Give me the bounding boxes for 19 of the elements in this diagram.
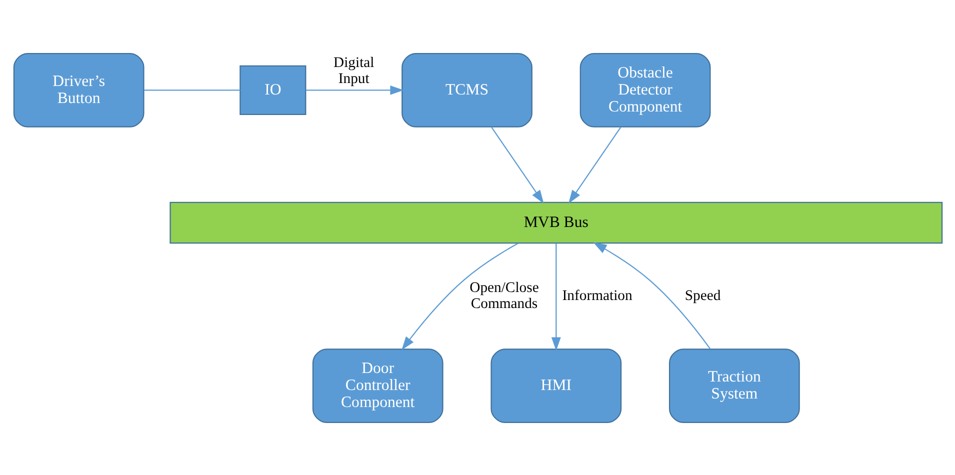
edge-label: Information xyxy=(562,287,632,304)
edge-label: Open/Close Commands xyxy=(469,280,538,312)
node-box: Door Controller Component xyxy=(312,348,443,423)
edge-label: Speed xyxy=(684,287,720,304)
node-box: HMI xyxy=(490,348,622,423)
arrow xyxy=(592,242,710,349)
node-box: TCMS xyxy=(401,52,532,127)
node-box: IO xyxy=(239,64,306,114)
node-box: MVB Bus xyxy=(169,201,942,244)
arrow xyxy=(305,84,404,94)
node-box: Traction System xyxy=(668,348,800,423)
arrow xyxy=(490,126,544,204)
connector xyxy=(144,89,240,90)
arrow xyxy=(568,126,621,204)
arrow xyxy=(401,242,518,350)
node-box: Obstacle Detector Component xyxy=(579,52,710,127)
node-box: Driver’s Button xyxy=(12,52,144,127)
edge-label: Digital Input xyxy=(333,54,374,86)
arrow xyxy=(550,242,560,350)
